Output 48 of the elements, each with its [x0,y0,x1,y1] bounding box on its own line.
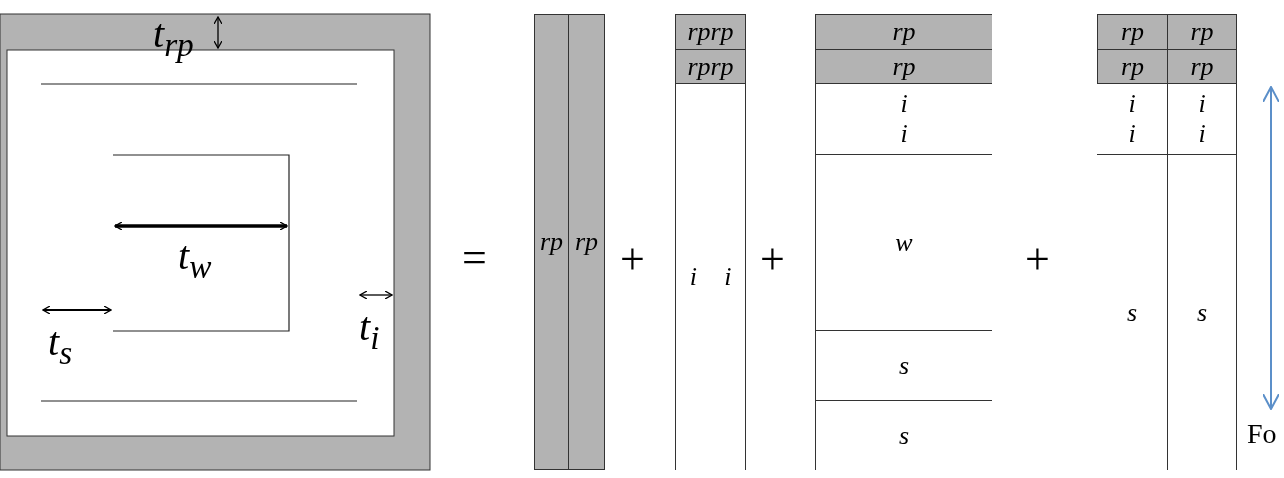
layer-cell [815,50,992,84]
layer-cell [815,84,992,155]
cell-label: i [724,262,732,292]
cell-label: i [1198,89,1206,119]
dimension-label: t$_{s}$ [48,322,73,370]
dimension-label: t$_{i}$ [359,307,380,355]
cell-label: s [898,350,910,381]
layer-cell [1168,84,1237,155]
cell-label: i [689,262,697,292]
cell-label: rp [574,227,599,257]
cell-label: rp [539,227,564,257]
layer-cell [1097,84,1168,155]
caption-fragment: Fo [1247,420,1277,448]
cell-label: i [900,119,908,149]
cell-label: s [1126,297,1138,328]
plus-sign: + [1025,238,1050,282]
equals-sign: = [462,236,487,280]
layer-cell [1168,50,1237,84]
cell-label: i [1128,89,1136,119]
plus-sign: + [760,238,785,282]
cell-label: rp [892,51,916,82]
cell-label: i [1198,119,1206,149]
layer-cell [675,84,746,470]
cell-label: rprp [687,51,734,82]
cell-label: rp [1190,17,1214,47]
layer-cell [1097,14,1168,50]
layer-cell [1168,14,1237,50]
layer-cell [815,155,992,331]
layer-cell [675,50,746,84]
cell-label: rp [1120,51,1145,82]
cell-label: rp [1120,17,1145,47]
layer-cell [569,14,605,470]
cell-label: s [898,420,910,451]
cell-label: rp [892,17,916,47]
cell-label: rp [1190,51,1214,82]
layer-cell [1097,50,1168,84]
layer-cell [534,14,569,470]
cell-label: w [895,227,913,258]
cell-label: i [1128,119,1136,149]
cell-label: i [900,89,908,119]
dimension-label: t$_{w}$ [178,236,212,284]
layer-cell [815,14,992,50]
layer-cell [815,331,992,401]
dimension-label: t$_{rp}$ [153,14,194,62]
plus-sign: + [620,238,645,282]
cell-label: s [1196,297,1208,328]
layer-cell [675,14,746,50]
cell-label: rprp [687,17,734,47]
